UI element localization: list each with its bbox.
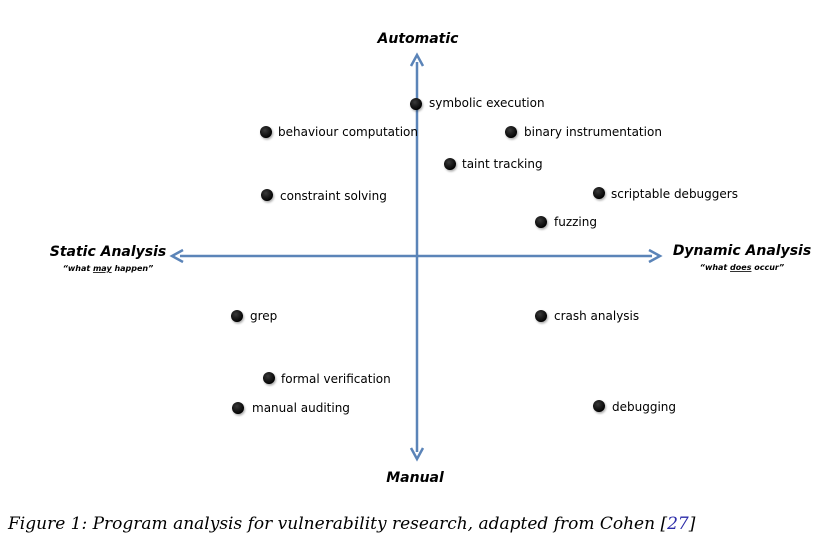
quadrant-diagram: Automatic Manual Static Analysis “what m… bbox=[50, 31, 811, 486]
svg-text:manual auditing: manual auditing bbox=[252, 401, 350, 415]
svg-text:crash analysis: crash analysis bbox=[554, 309, 639, 323]
point-manual-auditing: manual auditing bbox=[232, 401, 350, 415]
point-taint-tracking: taint tracking bbox=[444, 157, 543, 171]
figure-caption: Figure 1: Program analysis for vulnerabi… bbox=[8, 514, 820, 534]
axis-title-dynamic-analysis: Dynamic Analysis bbox=[673, 243, 811, 259]
svg-text:grep: grep bbox=[250, 309, 277, 323]
axis-title-manual: Manual bbox=[386, 470, 444, 486]
axis-subtitle-dynamic: “what does occur” bbox=[700, 263, 784, 272]
svg-text:scriptable debuggers: scriptable debuggers bbox=[611, 187, 738, 201]
citation-link[interactable]: 27 bbox=[667, 514, 689, 534]
arrow-down-icon bbox=[409, 447, 425, 462]
svg-text:constraint solving: constraint solving bbox=[280, 189, 387, 203]
svg-text:formal verification: formal verification bbox=[281, 372, 391, 386]
point-behaviour-computation: behaviour computation bbox=[260, 125, 418, 139]
axis-subtitle-static: “what may happen” bbox=[63, 264, 154, 273]
caption-text: Figure 1: Program analysis for vulnerabi… bbox=[8, 514, 668, 534]
svg-text:fuzzing: fuzzing bbox=[554, 215, 597, 229]
arrow-left-icon bbox=[169, 248, 184, 264]
point-constraint-solving: constraint solving bbox=[261, 189, 387, 203]
arrow-right-icon bbox=[648, 248, 663, 264]
point-fuzzing: fuzzing bbox=[535, 215, 597, 229]
axis-title-static-analysis: Static Analysis bbox=[50, 244, 167, 260]
svg-text:behaviour computation: behaviour computation bbox=[278, 125, 418, 139]
svg-text:taint tracking: taint tracking bbox=[462, 157, 543, 171]
caption-close: ] bbox=[688, 514, 696, 534]
svg-text:binary instrumentation: binary instrumentation bbox=[524, 125, 662, 139]
axis-title-automatic: Automatic bbox=[377, 31, 460, 47]
point-binary-instrumentation: binary instrumentation bbox=[505, 125, 662, 139]
point-grep: grep bbox=[231, 309, 277, 323]
arrow-up-icon bbox=[409, 52, 425, 67]
point-symbolic-execution: symbolic execution bbox=[410, 96, 545, 110]
point-scriptable-debuggers: scriptable debuggers bbox=[593, 187, 738, 201]
svg-text:symbolic execution: symbolic execution bbox=[429, 96, 545, 110]
point-crash-analysis: crash analysis bbox=[535, 309, 639, 323]
point-debugging: debugging bbox=[593, 400, 676, 414]
point-formal-verification: formal verification bbox=[263, 372, 391, 386]
axes bbox=[169, 52, 663, 462]
points: symbolic execution behaviour computation… bbox=[231, 96, 738, 415]
svg-text:debugging: debugging bbox=[612, 400, 676, 414]
